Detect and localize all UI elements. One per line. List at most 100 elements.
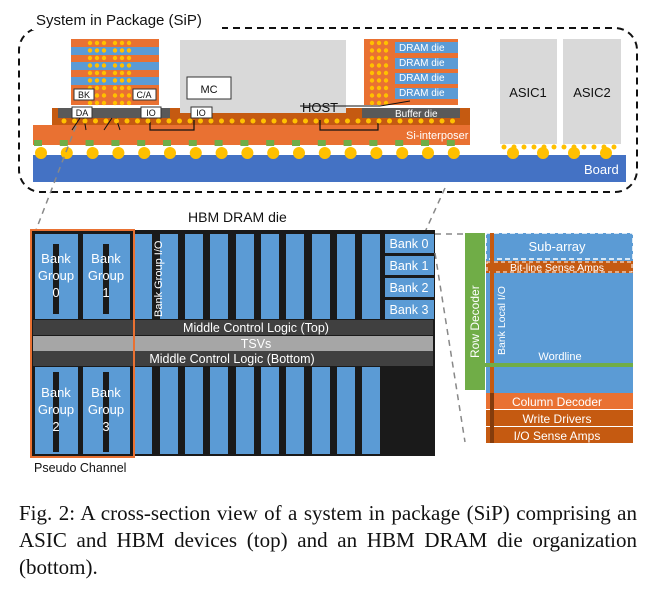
micro-bump (397, 118, 403, 124)
wordline-label: Wordline (538, 351, 581, 363)
pseudo-channel-label: Pseudo Channel (34, 461, 126, 475)
si-interposer (33, 125, 470, 145)
dram-die-label-2: DRAM die (399, 58, 445, 69)
bank-column (261, 367, 279, 454)
tsv-dot (94, 63, 100, 68)
tsv-dot (87, 48, 93, 53)
interposer-via (137, 140, 146, 146)
board-bump (189, 147, 202, 159)
interposer-via (446, 140, 455, 146)
micro-bump (135, 118, 140, 124)
tsv-dot (87, 78, 93, 83)
bank-column (210, 234, 228, 319)
asic2-block (563, 39, 621, 144)
micro-bump (61, 118, 67, 124)
board-bump (600, 147, 612, 159)
asic-bump (581, 144, 587, 150)
asic-bump (531, 144, 537, 150)
board-bump (447, 147, 460, 159)
bank-column (236, 367, 254, 454)
interposer-wire-right (319, 120, 379, 131)
micro-bump (93, 118, 98, 124)
io-label-host: IO (196, 108, 206, 118)
bank-2 (385, 278, 434, 297)
interposer-wire-left (149, 120, 195, 131)
board-bump (215, 147, 228, 159)
micro-bump (219, 118, 224, 124)
tsv-dot (101, 40, 107, 46)
tsvs-band (33, 336, 433, 351)
bank-local-io (490, 233, 494, 443)
micro-bump (229, 118, 235, 124)
board-bump (318, 147, 331, 159)
bank-detail: Sub-array Bit-line Sense Amps Row Decode… (465, 232, 634, 443)
tsv-dot (383, 70, 389, 76)
board-bump (267, 147, 280, 159)
tsv-dot (376, 48, 382, 53)
micro-bump (345, 118, 350, 124)
tsv-dot (369, 78, 375, 83)
micro-bump (261, 118, 266, 124)
tsv-dot (112, 70, 118, 76)
tsv-dot (383, 40, 389, 46)
micro-bump (208, 118, 214, 124)
tsv-dots (369, 40, 389, 106)
da-box (71, 106, 93, 119)
tsv-dot (112, 93, 118, 98)
bank-column (261, 234, 279, 319)
tsv-dot (383, 63, 389, 68)
dram-die-label-3: DRAM die (399, 73, 445, 84)
board (33, 155, 626, 182)
tsv-dot (112, 48, 118, 53)
board-bump (35, 147, 47, 159)
tsv-dot (119, 55, 125, 61)
bank-column (210, 367, 228, 454)
asic1-label: ASIC1 (509, 85, 547, 100)
tsv-dot (112, 55, 118, 61)
micro-bump (166, 118, 172, 124)
tsv-dot (383, 78, 389, 83)
micro-bump (387, 118, 392, 124)
bank-2-label: Bank 2 (390, 281, 429, 295)
micro-bump (177, 118, 182, 124)
tsv-dot (94, 93, 100, 98)
tsv-dot (94, 48, 100, 53)
column-decoder (486, 393, 633, 409)
micro-bump (72, 118, 77, 124)
host-label: HOST (302, 100, 338, 115)
interposer-via (343, 140, 352, 146)
interposer-via (59, 140, 68, 146)
tsv-dot (126, 63, 132, 68)
interposer-via (421, 140, 429, 146)
bank-local-io-label: Bank Local I/O (496, 286, 508, 355)
tsv-dot (94, 55, 100, 61)
asic-bump (561, 144, 567, 150)
tsv-dot (112, 78, 118, 83)
micro-bump (187, 118, 193, 124)
bank-group-io-label: Bank Group I/O (153, 240, 165, 317)
board-bump (568, 147, 580, 159)
tsv-dot (101, 100, 107, 106)
interposer-via (163, 140, 171, 146)
bank-columns-top (134, 234, 380, 319)
tsv-dot (369, 100, 375, 106)
middle-control-bottom-label: Middle Control Logic (Bottom) (149, 352, 314, 366)
tsv-dot (87, 100, 93, 106)
bitline-sense-amps (486, 261, 633, 273)
tsv-dot (94, 100, 100, 106)
micro-bumps (61, 118, 455, 124)
write-drivers-label: Write Drivers (522, 412, 591, 426)
tsv-dot (369, 55, 375, 61)
interposer-via (111, 140, 120, 146)
bank-1 (385, 256, 434, 275)
tsv-dot (112, 40, 118, 46)
tsv-dot (94, 70, 100, 76)
sip-cross-section: System in Package (SiP) Board ASIC1 ASIC… (18, 10, 638, 233)
asic-bump (611, 144, 617, 150)
si-interposer-label: Si-interposer (406, 130, 469, 142)
bank-column (160, 367, 178, 454)
sub-array (485, 232, 634, 260)
